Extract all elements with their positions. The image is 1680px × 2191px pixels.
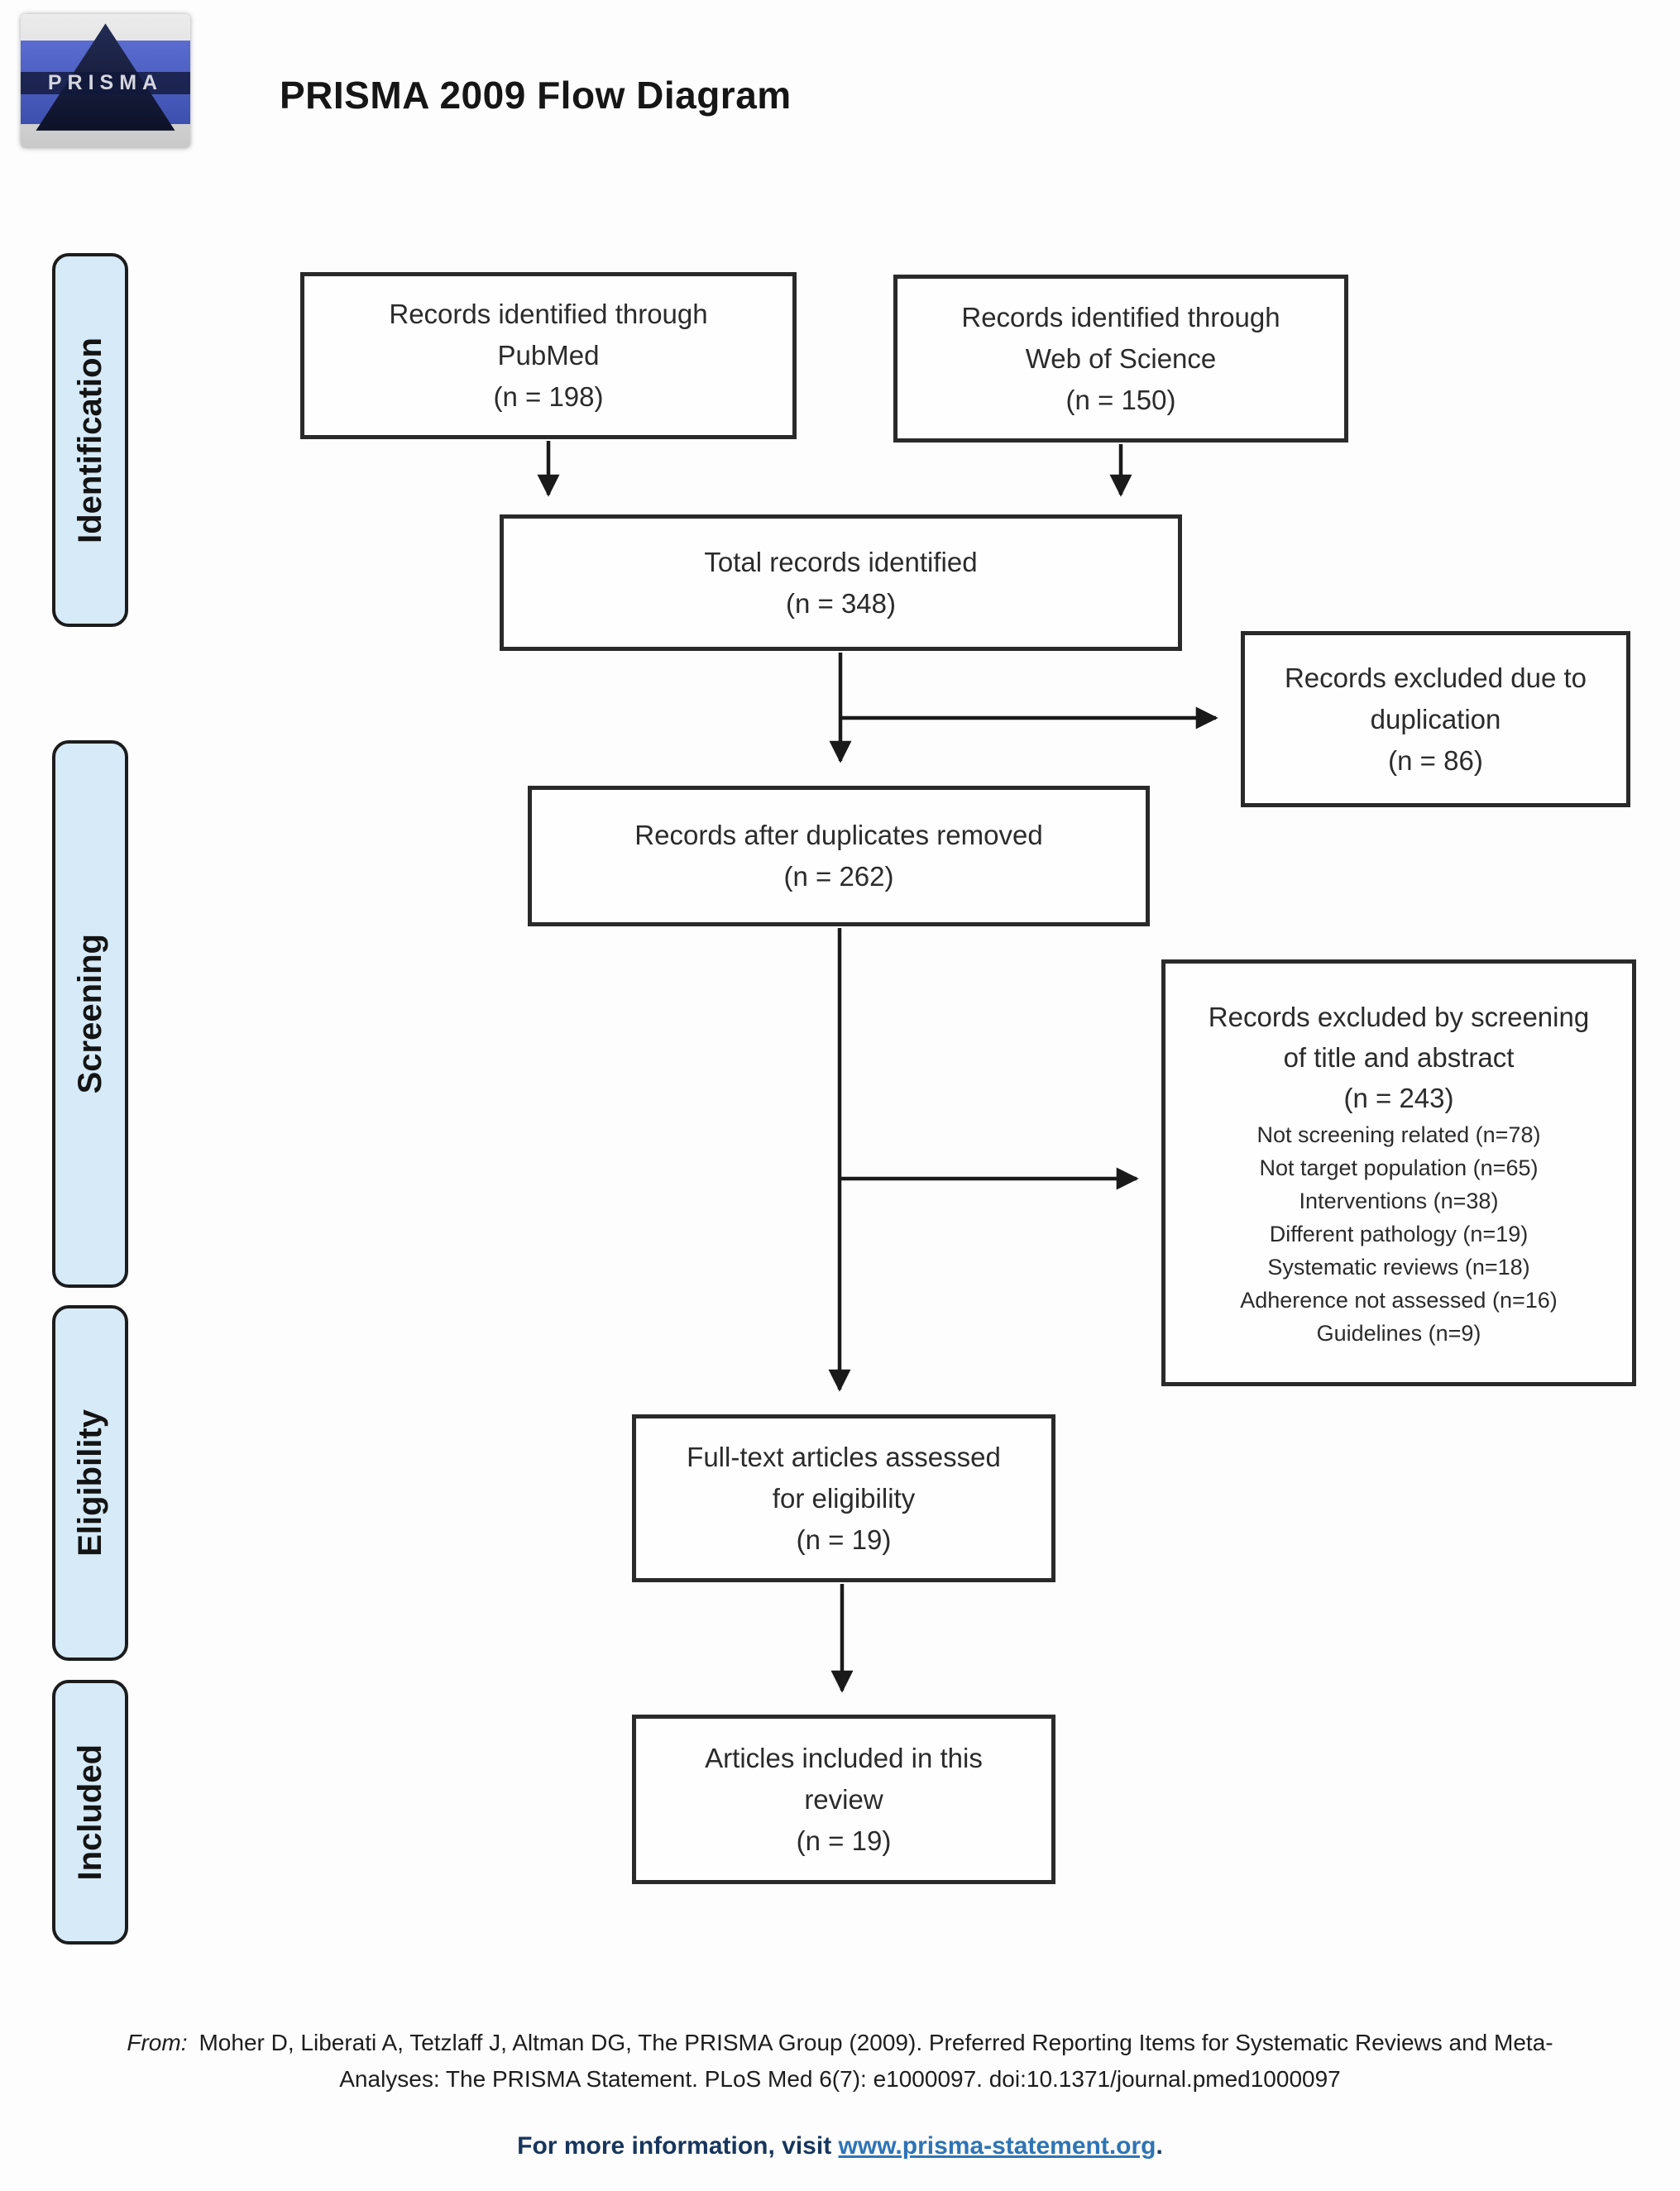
exclusion-reason: Systematic reviews (n=18)	[1267, 1254, 1530, 1280]
box-text-line: Full-text articles assessed	[687, 1441, 1001, 1472]
box-fulltext-assessed: Full-text articles assessed for eligibil…	[632, 1414, 1055, 1582]
exclusion-reason: Different pathology (n=19)	[1269, 1221, 1529, 1246]
stage-label: Eligibility	[71, 1409, 108, 1557]
box-records-pubmed: Records identified through PubMed (n = 1…	[300, 272, 797, 439]
citation-from-label: From:	[127, 2030, 188, 2055]
box-text-line: (n = 19)	[796, 1524, 892, 1555]
more-info-text: For more information, visit	[517, 2132, 839, 2160]
stage-band-screening: Screening	[52, 740, 128, 1288]
box-text-line: Web of Science	[1025, 342, 1217, 374]
stage-band-included: Included	[52, 1680, 128, 1945]
box-text-line: (n = 19)	[796, 1825, 892, 1856]
stage-band-eligibility: Eligibility	[52, 1305, 128, 1661]
citation-line-1: From: Moher D, Liberati A, Tetzlaff J, Al…	[0, 2025, 1680, 2061]
more-info-line: For more information, visit www.prisma-s…	[0, 2132, 1680, 2160]
box-text-line: (n = 150)	[1065, 384, 1176, 415]
box-text-line: (n = 243)	[1343, 1082, 1454, 1113]
box-records-web-of-science: Records identified through Web of Scienc…	[893, 275, 1348, 443]
citation-text: Moher D, Liberati A, Tetzlaff J, Altman …	[199, 2030, 1553, 2055]
exclusion-reason: Adherence not assessed (n=16)	[1240, 1287, 1558, 1313]
stage-label: Included	[71, 1744, 108, 1881]
citation: From: Moher D, Liberati A, Tetzlaff J, Al…	[0, 2025, 1680, 2098]
box-excluded-duplication: Records excluded due to duplication (n =…	[1241, 631, 1630, 807]
box-after-duplicates-removed: Records after duplicates removed (n = 26…	[528, 786, 1150, 926]
box-text-line: (n = 198)	[493, 381, 604, 412]
box-text-line: PubMed	[497, 340, 600, 371]
box-text-line: duplication	[1370, 703, 1501, 734]
box-text-line: Articles included in this	[705, 1742, 983, 1773]
box-text-line: Records after duplicates removed	[634, 820, 1043, 850]
box-articles-included: Articles included in this review (n = 19…	[632, 1715, 1055, 1884]
box-text-line: Records identified through	[389, 299, 708, 329]
box-total-records: Total records identified (n = 348)	[500, 514, 1182, 651]
exclusion-reason: Not target population (n=65)	[1259, 1155, 1539, 1180]
exclusion-reason: Interventions (n=38)	[1299, 1188, 1499, 1213]
prisma-statement-link[interactable]: www.prisma-statement.org	[838, 2132, 1156, 2160]
stage-label: Identification	[71, 337, 108, 543]
citation-line-2: Analyses: The PRISMA Statement. PLoS Med…	[339, 2066, 1341, 2092]
more-info-period: .	[1156, 2132, 1163, 2160]
box-text-line: Total records identified	[704, 546, 978, 577]
box-text-line: (n = 262)	[783, 861, 894, 892]
stage-label: Screening	[71, 934, 108, 1094]
logo-wordmark: PRISMA	[47, 70, 164, 94]
stage-band-identification: Identification	[52, 253, 128, 627]
prisma-logo: PRISMA	[21, 14, 190, 148]
logo-wordmark-strip: PRISMA	[21, 70, 190, 95]
box-text-line: Records excluded due to	[1284, 662, 1587, 693]
box-text-line: for eligibility	[772, 1482, 916, 1514]
box-text-line: Records excluded by screening	[1208, 1001, 1590, 1032]
box-text-line: (n = 86)	[1388, 744, 1483, 776]
exclusion-reason: Not screening related (n=78)	[1256, 1122, 1541, 1147]
box-text-line: review	[804, 1783, 883, 1815]
exclusion-reason: Guidelines (n=9)	[1316, 1320, 1481, 1346]
box-text-line: (n = 348)	[786, 587, 896, 619]
page-title: PRISMA 2009 Flow Diagram	[280, 74, 792, 117]
box-text-line: Records identified through	[961, 301, 1280, 332]
box-text-line: of title and abstract	[1283, 1041, 1515, 1073]
box-excluded-by-screening: Records excluded by screening of title a…	[1161, 959, 1636, 1386]
